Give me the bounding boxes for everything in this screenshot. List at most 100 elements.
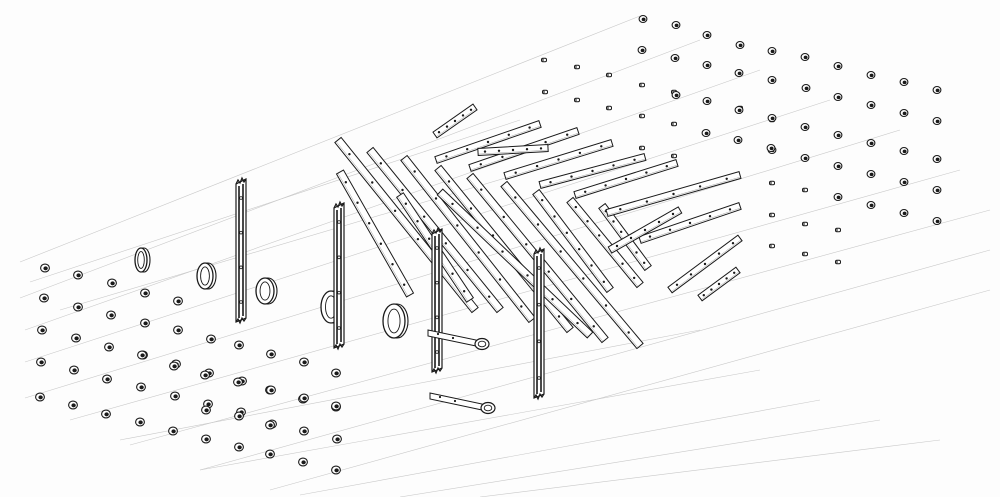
batten-icon [607,206,683,254]
construction-line [119,329,701,441]
batten-icon [638,202,742,244]
batten-icon [538,153,647,189]
bolt-icon [39,293,49,303]
bolt-icon [234,442,244,452]
bolt-icon [800,52,810,62]
construction-line [29,119,521,283]
pin-icon [671,121,677,127]
pin-icon [802,187,808,193]
construction-line [199,369,761,471]
bolts-right-grid [637,14,942,226]
bolt-icon [932,85,942,95]
batten-icon [503,139,614,180]
construction-line [479,439,941,497]
pin-icon [802,221,808,227]
bolt-icon [173,325,183,335]
batten-icon [566,196,644,289]
bolt-icon [671,20,681,30]
bolt-icon [866,70,876,80]
bolt-icon [866,169,876,179]
bolt-icon [702,60,712,70]
construction-line [19,15,641,263]
bolt-icon [800,122,810,132]
bolt-icon [299,393,309,403]
bolt-icon [106,310,116,320]
bolt-icon [833,130,843,140]
bolt-icon [332,434,342,444]
pin-icon [542,89,548,95]
bolt-icon [932,116,942,126]
batten-icon [605,171,742,217]
spoon-bracket-icon [427,329,490,351]
construction-line [399,419,881,497]
pin-icon [541,57,547,63]
bolt-icon [899,108,909,118]
brackets-group [427,329,496,415]
construction-line [24,69,761,331]
bolt-icon [702,96,712,106]
construction-line [129,209,991,446]
pins-group [541,57,841,265]
bolt-icon [265,420,275,430]
batten-icon [697,266,741,302]
bolt-icon [671,90,681,100]
bolt-icon [201,434,211,444]
bolt-icon [866,100,876,110]
cross-battens-group [432,103,743,302]
bolt-icon [801,83,811,93]
bolt-icon [266,349,276,359]
bolt-icon [767,113,777,123]
upright-post-icon [235,176,247,325]
bolt-icon [734,68,744,78]
bolt-icon [299,426,309,436]
pin-icon [639,113,645,119]
bolt-icon [36,357,46,367]
bolt-icon [266,385,276,395]
bolt-icon [767,46,777,56]
batten-icon [335,169,415,298]
pin-icon [835,227,841,233]
ring-washer-icon [134,247,151,273]
bolt-icon [701,128,711,138]
bolt-icon [932,185,942,195]
bolt-icon [168,426,178,436]
batten-icon [477,143,549,157]
bolt-icon [69,365,79,375]
bolt-icon [833,161,843,171]
bolt-icon [298,457,308,467]
pin-icon [769,180,775,186]
bolt-icon [899,208,909,218]
batten-icon [573,159,679,199]
ring-washer-icon [255,277,278,305]
spoon-bracket-icon [429,392,496,415]
ring-washer-icon [196,262,217,290]
bolt-icon [800,153,810,163]
batten-icon [532,188,614,294]
bolt-icon [169,361,179,371]
batten-icon [434,120,542,164]
bolt-icon [331,368,341,378]
bolt-icon [265,449,275,459]
pin-icon [606,72,612,78]
bolt-icon [136,382,146,392]
bolts-left-grid [35,263,342,475]
bolt-icon [137,350,147,360]
bolt-icon [331,401,341,411]
bolt-icon [73,302,83,312]
bolt-icon [899,77,909,87]
bolt-icon [638,14,648,24]
pin-icon [671,153,677,159]
bolt-icon [173,296,183,306]
bolt-icon [73,270,83,280]
construction-line [299,399,821,496]
bolt-icon [71,333,81,343]
bolt-icon [866,138,876,148]
pin-icon [606,105,612,111]
batten-icon [366,146,504,314]
bolt-icon [101,409,111,419]
batten-icon [432,103,478,139]
construction-line [269,289,991,491]
bolt-icon [734,105,744,115]
